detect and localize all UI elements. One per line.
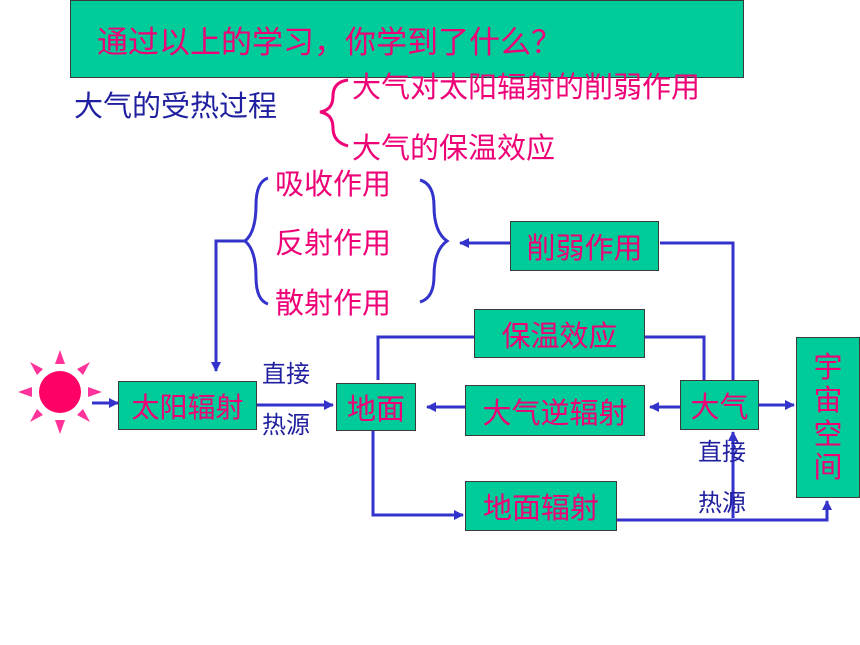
node-atmosphere: 大气	[680, 380, 759, 430]
question-text: 通过以上的学习，你学到了什么？	[97, 24, 562, 61]
edge-label-direct-sun: 直接	[262, 360, 310, 388]
effect-reflection: 反射作用	[275, 226, 392, 260]
node-space: 宇宙空间	[796, 337, 860, 498]
sun-icon	[18, 350, 102, 434]
summary-point-insulation: 大气的保温效应	[352, 131, 556, 165]
effect-scattering: 散射作用	[275, 286, 392, 320]
effects-left-brace	[242, 176, 269, 306]
edge-label-heat-source-ground: 热源	[698, 489, 746, 517]
wire-insulation-right	[645, 335, 706, 380]
arrow-ground-to-ground-radiation	[371, 430, 464, 520]
arrow-effects-to-sun-radiation	[211, 239, 245, 372]
summary-topic: 大气的受热过程	[74, 89, 278, 123]
node-sun-radiation: 太阳辐射	[118, 381, 257, 430]
edge-label-direct-ground: 直接	[698, 438, 746, 466]
effect-absorption: 吸收作用	[275, 167, 392, 201]
node-weakening: 削弱作用	[510, 221, 659, 271]
arrow-ground-radiation-to-space	[617, 500, 832, 522]
node-ground: 地面	[336, 383, 416, 431]
summary-brace	[319, 78, 349, 148]
node-counter-radiation: 大气逆辐射	[465, 385, 645, 436]
node-ground-radiation: 地面辐射	[465, 481, 617, 531]
node-insulation: 保温效应	[474, 309, 645, 358]
question-box: 通过以上的学习，你学到了什么？	[70, 0, 744, 78]
effects-right-brace	[419, 178, 450, 304]
wire-atmosphere-to-weakening	[660, 241, 735, 380]
node-space-label: 宇宙空间	[813, 349, 843, 484]
summary-point-weakening: 大气对太阳辐射的削弱作用	[352, 70, 701, 104]
edge-label-heat-source-sun: 热源	[262, 411, 310, 439]
wire-insulation-left	[376, 335, 474, 380]
